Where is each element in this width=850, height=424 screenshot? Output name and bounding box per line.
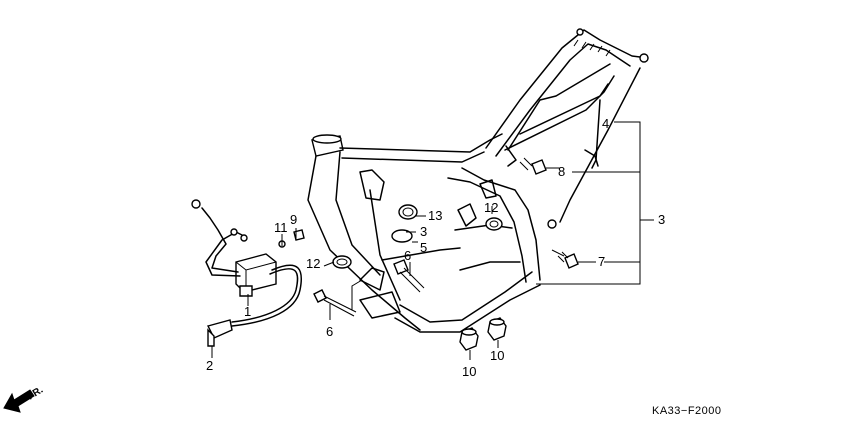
nut-10-left xyxy=(459,327,479,351)
callout-9: 9 xyxy=(290,212,297,227)
main-frame xyxy=(307,133,541,333)
callout-11: 11 xyxy=(274,220,288,235)
callout-2: 2 xyxy=(206,358,213,373)
callout-5: 5 xyxy=(420,240,427,255)
bolt-7 xyxy=(551,249,579,269)
callout-4: 4 xyxy=(602,116,609,131)
callout-3-right: 3 xyxy=(658,212,665,227)
callout-12-left: 12 xyxy=(306,256,320,271)
callout-8: 8 xyxy=(558,164,565,179)
leader-lines xyxy=(211,121,654,360)
grommet-5 xyxy=(391,229,413,243)
callout-7: 7 xyxy=(598,254,605,269)
callout-10-right: 10 xyxy=(490,348,504,363)
callout-13: 13 xyxy=(428,208,442,223)
rear-sub-frame xyxy=(485,28,649,229)
callout-12-right: 12 xyxy=(484,200,498,215)
ignition-coil-assembly xyxy=(191,199,302,327)
callout-3-upper: 3 xyxy=(420,224,427,239)
clamp-12-left xyxy=(332,255,352,269)
clamp-13 xyxy=(398,204,418,220)
diagram-code: KA33−F2000 xyxy=(652,405,722,417)
callout-6-left: 6 xyxy=(326,324,333,339)
bolt-6-left xyxy=(313,289,357,317)
spark-plug-cap xyxy=(206,319,233,347)
callout-6-center: 6 xyxy=(404,248,411,263)
clamp-12-right xyxy=(485,217,503,231)
callout-1: 1 xyxy=(244,304,251,319)
nut-10-right xyxy=(487,317,507,341)
callout-10-left: 10 xyxy=(462,364,476,379)
bolt-8 xyxy=(519,157,547,175)
front-direction-arrow: FR. xyxy=(3,385,45,413)
bolt-6-center xyxy=(393,259,425,293)
callouts: 1 2 3 3 4 5 6 6 7 8 9 10 10 11 12 12 13 xyxy=(206,116,665,379)
